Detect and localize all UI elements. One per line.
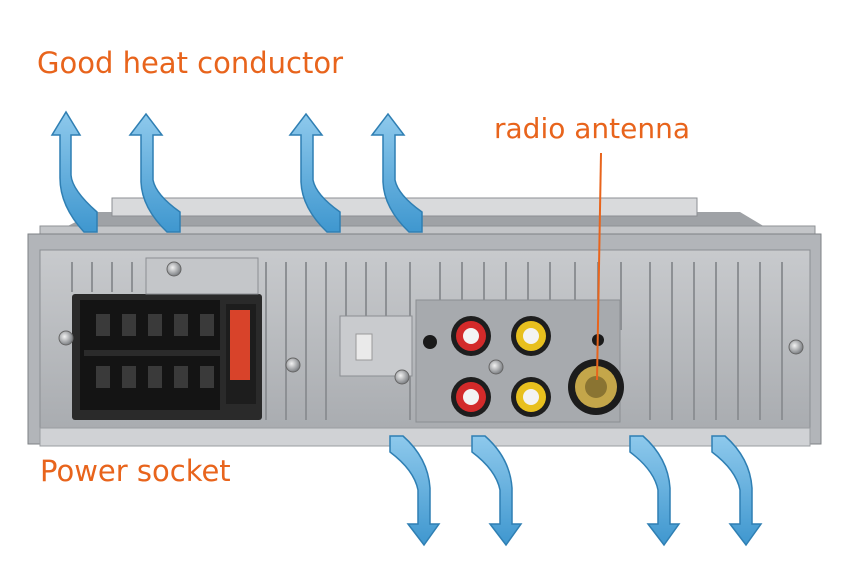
radio-antenna-label: radio antenna [494,112,691,145]
power-socket [72,294,262,420]
rca-jack-red-bottom [451,377,491,417]
power-socket-label: Power socket [40,454,231,488]
antenna-pointer-line [596,152,602,381]
heat-arrow-up [128,112,181,233]
heat-arrow-down [711,435,763,547]
heat-arrow-up [370,112,423,233]
heat-arrow-down [471,435,523,547]
rca-jack-yellow-bottom [511,377,551,417]
heatsink-fins [71,262,783,420]
heat-arrow-up [288,112,341,233]
fuse [230,310,250,380]
screws [58,261,804,385]
rca-jack-yellow-top [511,316,551,356]
antenna-jack [568,359,624,415]
heat-conductor-label: Good heat conductor [37,46,344,80]
heat-arrow-up [50,110,98,233]
mount-bracket [145,257,413,377]
heat-arrow-down [629,435,681,547]
heat-arrow-down [389,435,441,547]
rca-jack-red-top [451,316,491,356]
